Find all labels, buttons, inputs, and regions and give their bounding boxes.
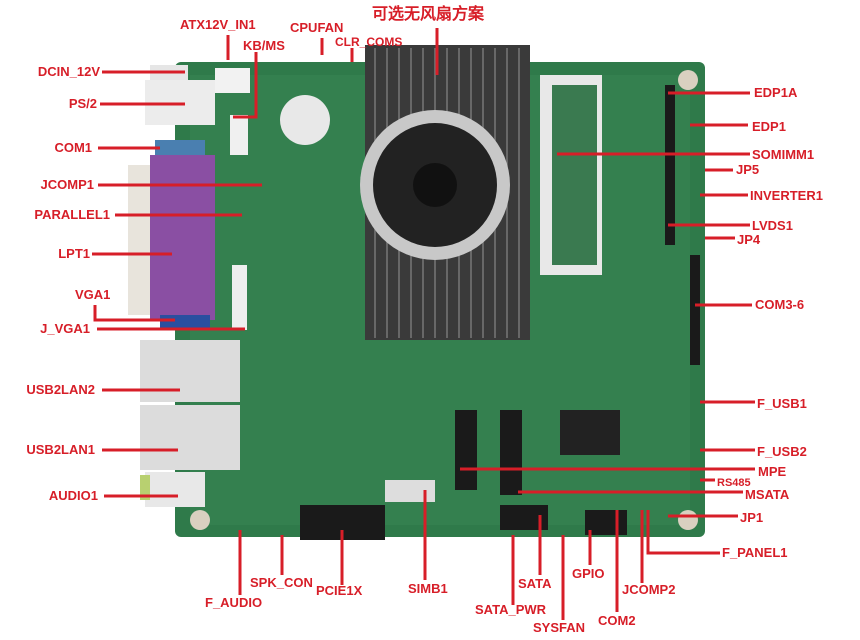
label-f-panel1: F_PANEL1 [722,545,788,560]
label-msata: MSATA [745,487,790,502]
label-jp5: JP5 [736,162,760,177]
label-f-usb1: F_USB1 [757,396,807,411]
label-gpio: GPIO [572,566,605,581]
label-dcin-12v: DCIN_12V [37,64,100,79]
label-f-audio: F_AUDIO [205,595,263,610]
label-spk-con: SPK_CON [250,575,313,590]
heatsink-fan [280,45,530,340]
label-usb2lan1: USB2LAN1 [26,442,95,457]
label-inverter1: INVERTER1 [750,188,823,203]
label-f-usb2: F_USB2 [757,444,807,459]
label-parallel1: PARALLEL1 [34,207,110,222]
leader-lines [92,28,755,620]
sodimm-slot [300,75,700,540]
fanless-option-title: 可选无风扇方案 [372,6,485,23]
label-lvds1: LVDS1 [752,218,793,233]
label-mpe: MPE [758,464,787,479]
label-rs485: RS485 [717,477,751,489]
label-sysfan: SYSFAN [533,620,586,635]
label-somimm1: SOMIMM1 [752,147,815,162]
label-sata-pwr: SATA_PWR [475,602,547,617]
label-com3-6: COM3-6 [755,297,805,312]
label-jp4: JP4 [737,232,761,247]
label-pcie1x: PCIE1X [316,583,363,598]
label-clr-coms: CLR_COMS [335,35,403,49]
label-lpt1: LPT1 [58,246,90,261]
label-jp1: JP1 [740,510,764,525]
label-sata: SATA [518,576,552,591]
label-edp1: EDP1 [752,119,786,134]
label-vga1: VGA1 [75,287,111,302]
label-cpufan: CPUFAN [290,20,344,35]
label-audio1: AUDIO1 [48,488,98,503]
label-jcomp1: JCOMP1 [40,177,94,192]
label-simb1: SIMB1 [408,581,448,596]
io-ports [128,65,250,507]
label-j-vga1: J_VGA1 [40,321,90,336]
label-atx12v-in1: ATX12V_IN1 [180,17,256,32]
label-com1: COM1 [54,140,92,155]
label-kb-ms: KB/MS [243,38,285,53]
label-edp1a: EDP1A [754,85,798,100]
label-ps2: PS/2 [68,96,97,111]
label-usb2lan2: USB2LAN2 [26,382,95,397]
label-jcomp2: JCOMP2 [622,582,676,597]
label-com2: COM2 [598,613,636,628]
